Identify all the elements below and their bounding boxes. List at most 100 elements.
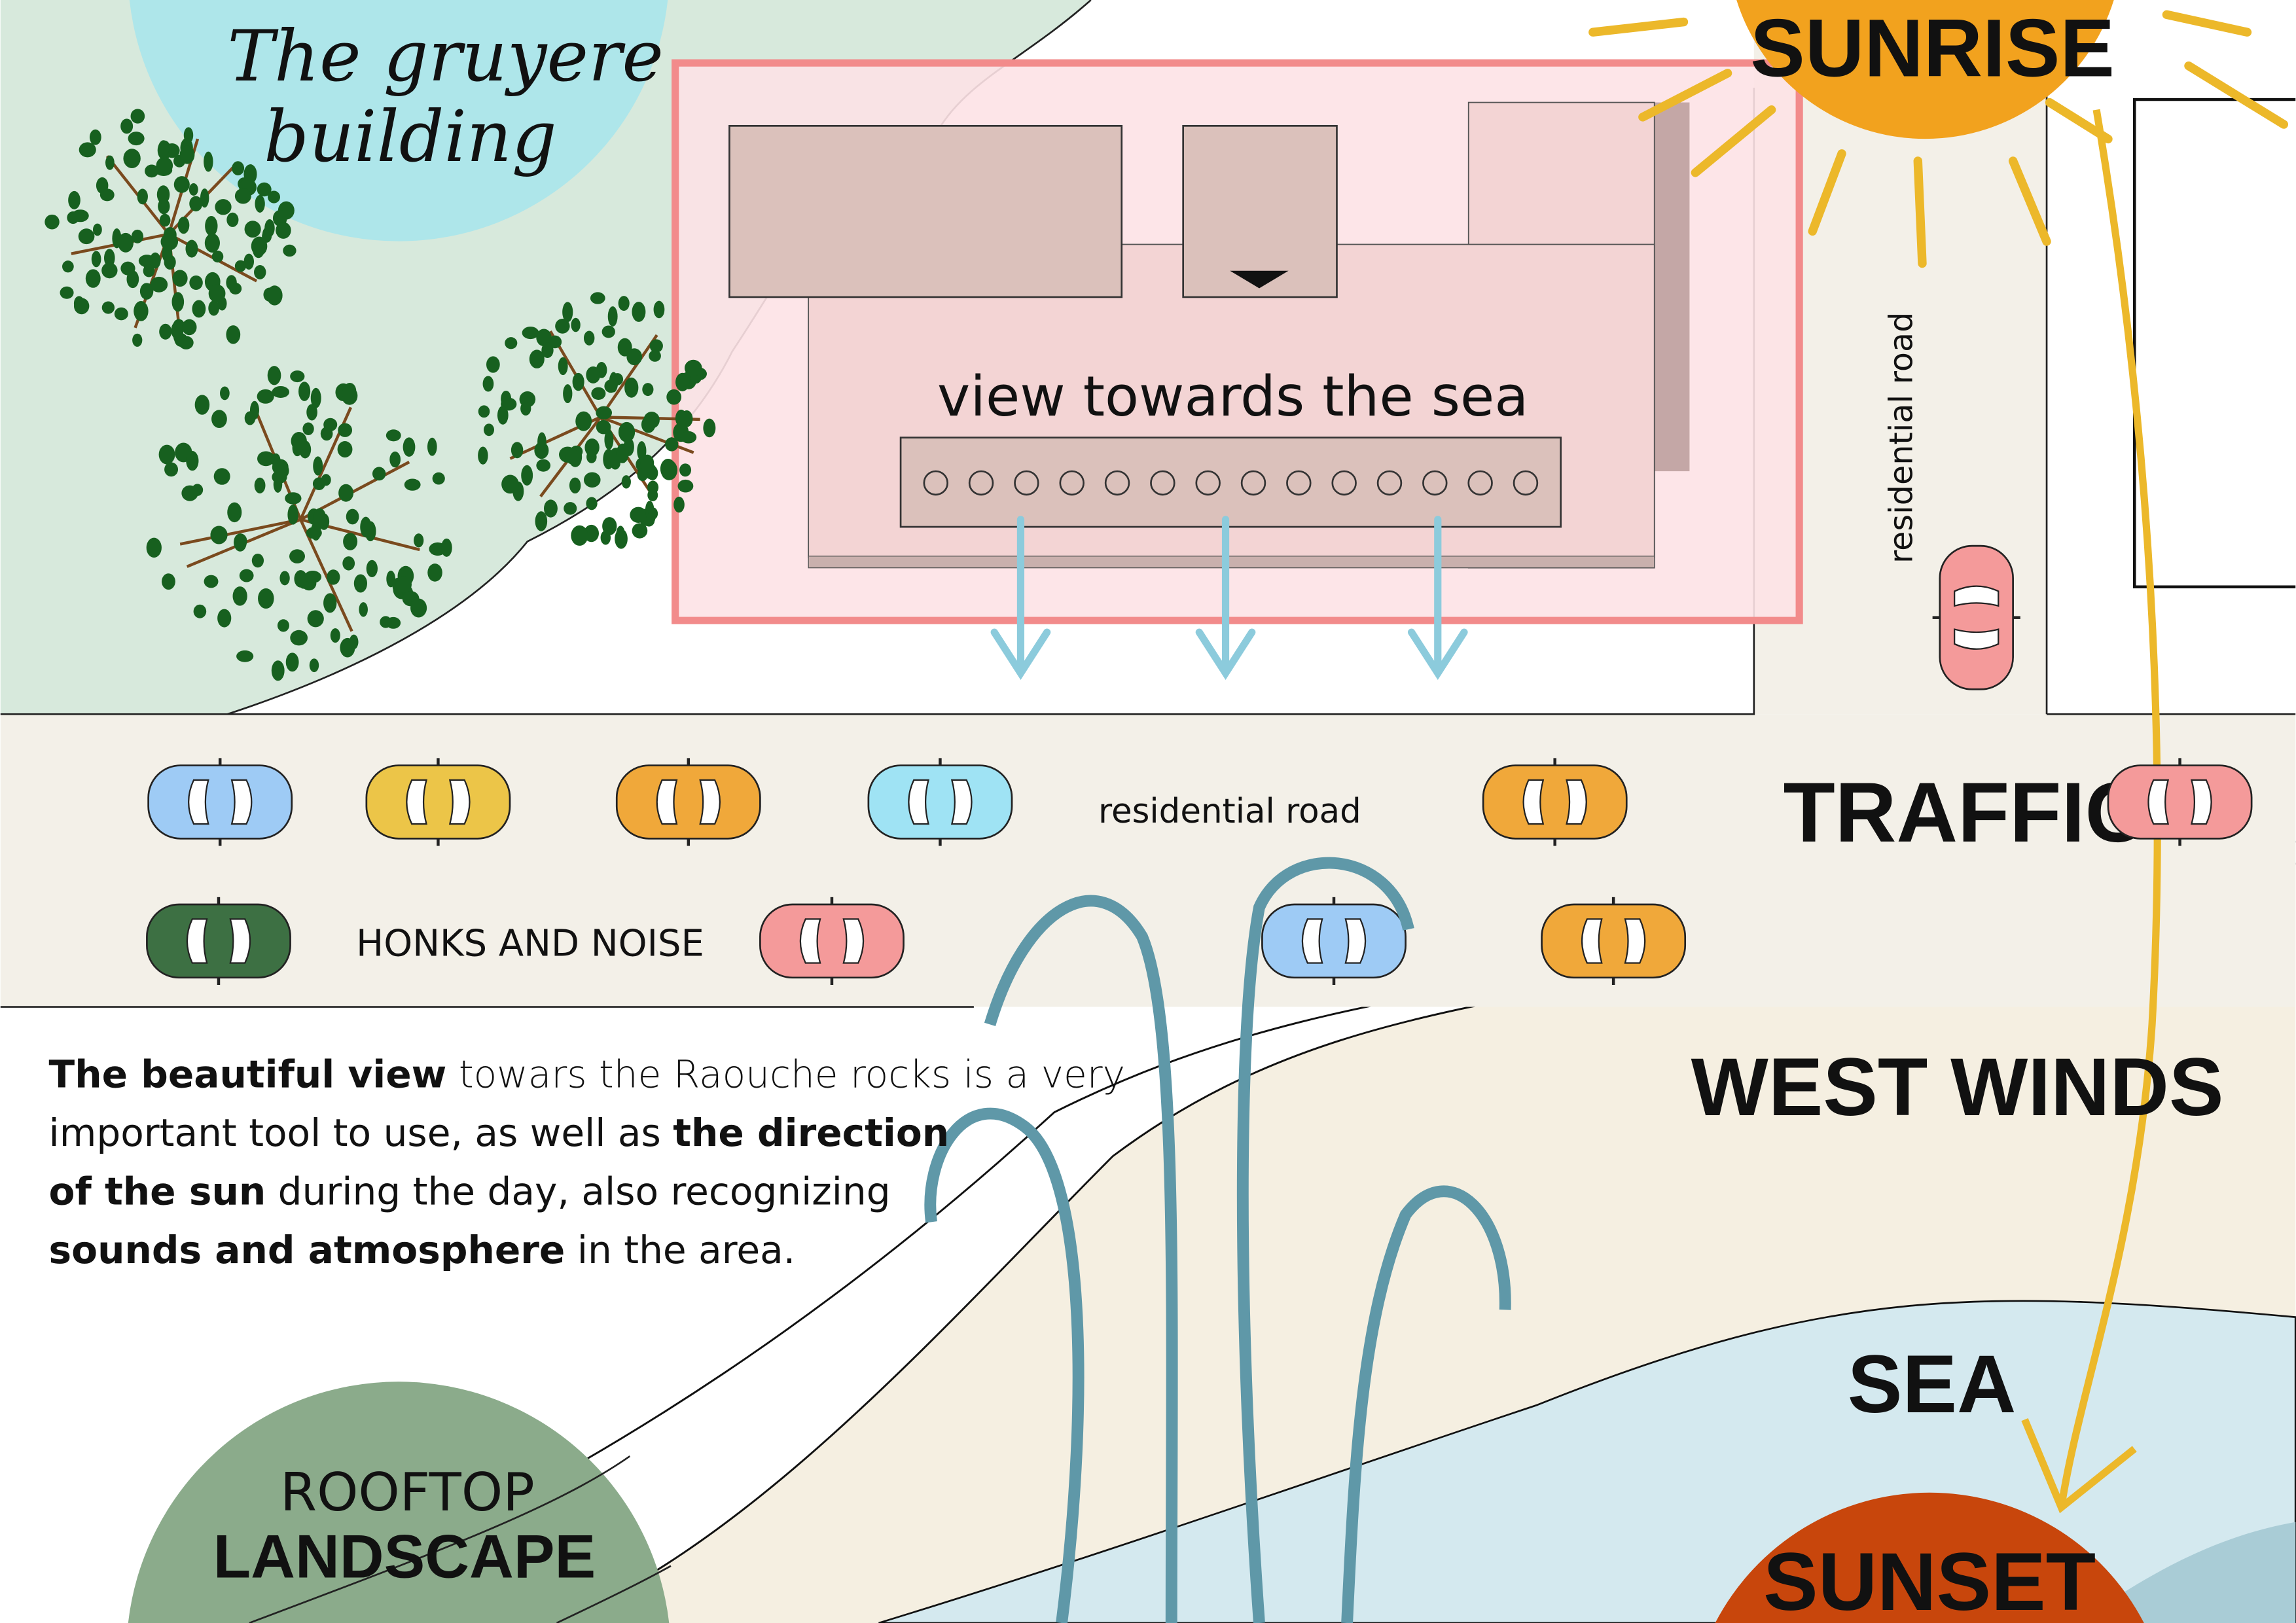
leaf xyxy=(213,468,230,485)
leaf xyxy=(188,183,198,196)
leaf xyxy=(677,479,694,493)
residential-road-vertical-label: residential road xyxy=(1882,312,1920,563)
branch xyxy=(299,518,353,632)
sunrise-sun xyxy=(1736,0,2114,139)
leaf xyxy=(586,497,598,510)
leaf xyxy=(642,383,654,397)
leaf xyxy=(181,485,198,501)
leaf xyxy=(569,477,581,494)
leaf xyxy=(607,306,618,327)
branch xyxy=(600,416,694,454)
leaf xyxy=(159,213,171,227)
leaf xyxy=(302,422,314,436)
palm-trees xyxy=(924,857,1511,1623)
leaf xyxy=(323,418,338,432)
leaf xyxy=(145,164,159,178)
leaf xyxy=(244,411,256,425)
leaf xyxy=(164,255,176,270)
leaf xyxy=(304,571,322,584)
sun-ray xyxy=(2184,61,2289,129)
leaf xyxy=(211,250,224,263)
leaf xyxy=(505,337,518,349)
leaf xyxy=(254,477,266,493)
leaf xyxy=(285,652,299,672)
leaf xyxy=(497,406,509,425)
leaf xyxy=(114,307,128,321)
leaf xyxy=(536,459,551,472)
sea-deep xyxy=(2079,1522,2296,1623)
sun-ray xyxy=(1638,69,1732,122)
leaf xyxy=(103,249,115,268)
leaf xyxy=(287,505,298,525)
leaf xyxy=(338,484,354,502)
view-arrow-icon xyxy=(990,516,1051,681)
title-line2: building xyxy=(264,96,556,178)
leaf xyxy=(675,409,687,427)
leaf xyxy=(647,465,658,481)
car-icon xyxy=(1932,544,2020,690)
sunset-label: SUNSET xyxy=(1763,1536,2096,1623)
car-body xyxy=(615,764,761,840)
leaf xyxy=(349,634,359,650)
leaf xyxy=(91,251,101,268)
leaf xyxy=(565,450,581,465)
leaf xyxy=(294,570,308,588)
podium-base xyxy=(808,556,1655,569)
leaf xyxy=(234,533,247,552)
car-window xyxy=(1301,918,1323,964)
leaf xyxy=(410,598,427,618)
leaf xyxy=(666,389,682,405)
leaf xyxy=(68,190,81,209)
leaf xyxy=(338,423,353,437)
leaf xyxy=(621,475,631,489)
leaf xyxy=(482,376,494,392)
tree-icon xyxy=(478,292,716,549)
car-body xyxy=(1939,544,2014,690)
leaf xyxy=(274,463,289,479)
leaf xyxy=(478,405,490,418)
car-body xyxy=(146,903,291,979)
car-window xyxy=(950,779,973,825)
leaf xyxy=(501,390,512,408)
leaf xyxy=(337,441,353,458)
description-paragraph: The beautiful view towars the Raouche ro… xyxy=(49,1052,1125,1272)
leaf xyxy=(150,276,168,293)
car-icon xyxy=(2107,758,2253,846)
leaf xyxy=(616,443,629,463)
neighbour-building xyxy=(2132,98,2296,588)
leaf xyxy=(262,230,272,243)
leaf xyxy=(120,261,135,276)
leaf xyxy=(185,240,198,258)
building-shadow xyxy=(1654,102,1690,472)
leaf xyxy=(366,560,378,577)
car-body xyxy=(365,764,511,840)
leaf xyxy=(255,194,265,213)
leaf xyxy=(618,296,630,312)
column xyxy=(1331,470,1357,496)
rooftop-lines xyxy=(249,1455,672,1623)
leaf xyxy=(186,451,199,471)
building-block-2 xyxy=(1182,124,1338,298)
leaf xyxy=(101,262,118,279)
car-window xyxy=(1624,918,1646,964)
leaf xyxy=(268,190,280,204)
leaf xyxy=(182,319,197,336)
leaf xyxy=(307,610,324,628)
leaf xyxy=(254,264,266,279)
leaf xyxy=(522,327,539,340)
leaf xyxy=(172,270,188,287)
car-icon xyxy=(759,897,905,985)
car-window xyxy=(188,779,209,825)
sun-ray xyxy=(1913,156,1927,268)
column xyxy=(1195,470,1221,496)
leaf xyxy=(575,411,592,431)
leaf xyxy=(427,437,437,456)
leaf xyxy=(130,109,145,124)
leaf xyxy=(120,118,134,134)
svg-text:The beautiful view towars the: The beautiful view towars the Raouche ro… xyxy=(49,1052,1125,1097)
car-body xyxy=(1261,903,1407,979)
leaf xyxy=(309,658,319,673)
leaf xyxy=(217,609,232,628)
leaf xyxy=(555,319,570,334)
